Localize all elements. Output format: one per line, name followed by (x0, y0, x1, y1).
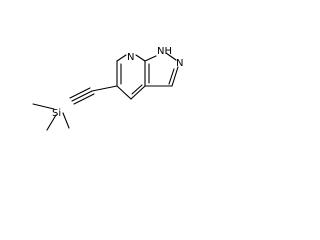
bond-c4-c3a-inner (131, 84, 143, 95)
bond-alkyne-link (91, 85, 118, 92)
bond-c7a-n7 (135, 54, 146, 62)
atom-label-n-azole: N (176, 58, 183, 69)
bond-n1-n2 (165, 52, 177, 61)
bond-n7-c6 (116, 54, 127, 62)
bond-si-methyl-bottom (46, 114, 57, 131)
atom-label-nh: NH (157, 46, 172, 57)
bond-si-methyl-left (32, 103, 55, 110)
atom-label-n-pyridine: N (127, 52, 134, 63)
bond-triple-3 (73, 93, 95, 105)
bond-c4-c3a (130, 85, 146, 100)
atom-label-si: Si (52, 108, 61, 119)
bond-si-methyl-right (62, 112, 70, 129)
bond-triple-1 (71, 90, 93, 102)
bond-n2-c3 (171, 66, 179, 87)
bond-c7a-n1 (144, 55, 157, 62)
bond-n2-c3-inner (168, 68, 175, 85)
chemical-structure-diagram: NH N N Si (32, 46, 183, 131)
bond-c5-c4 (116, 85, 132, 100)
bond-triple-2 (69, 87, 91, 99)
